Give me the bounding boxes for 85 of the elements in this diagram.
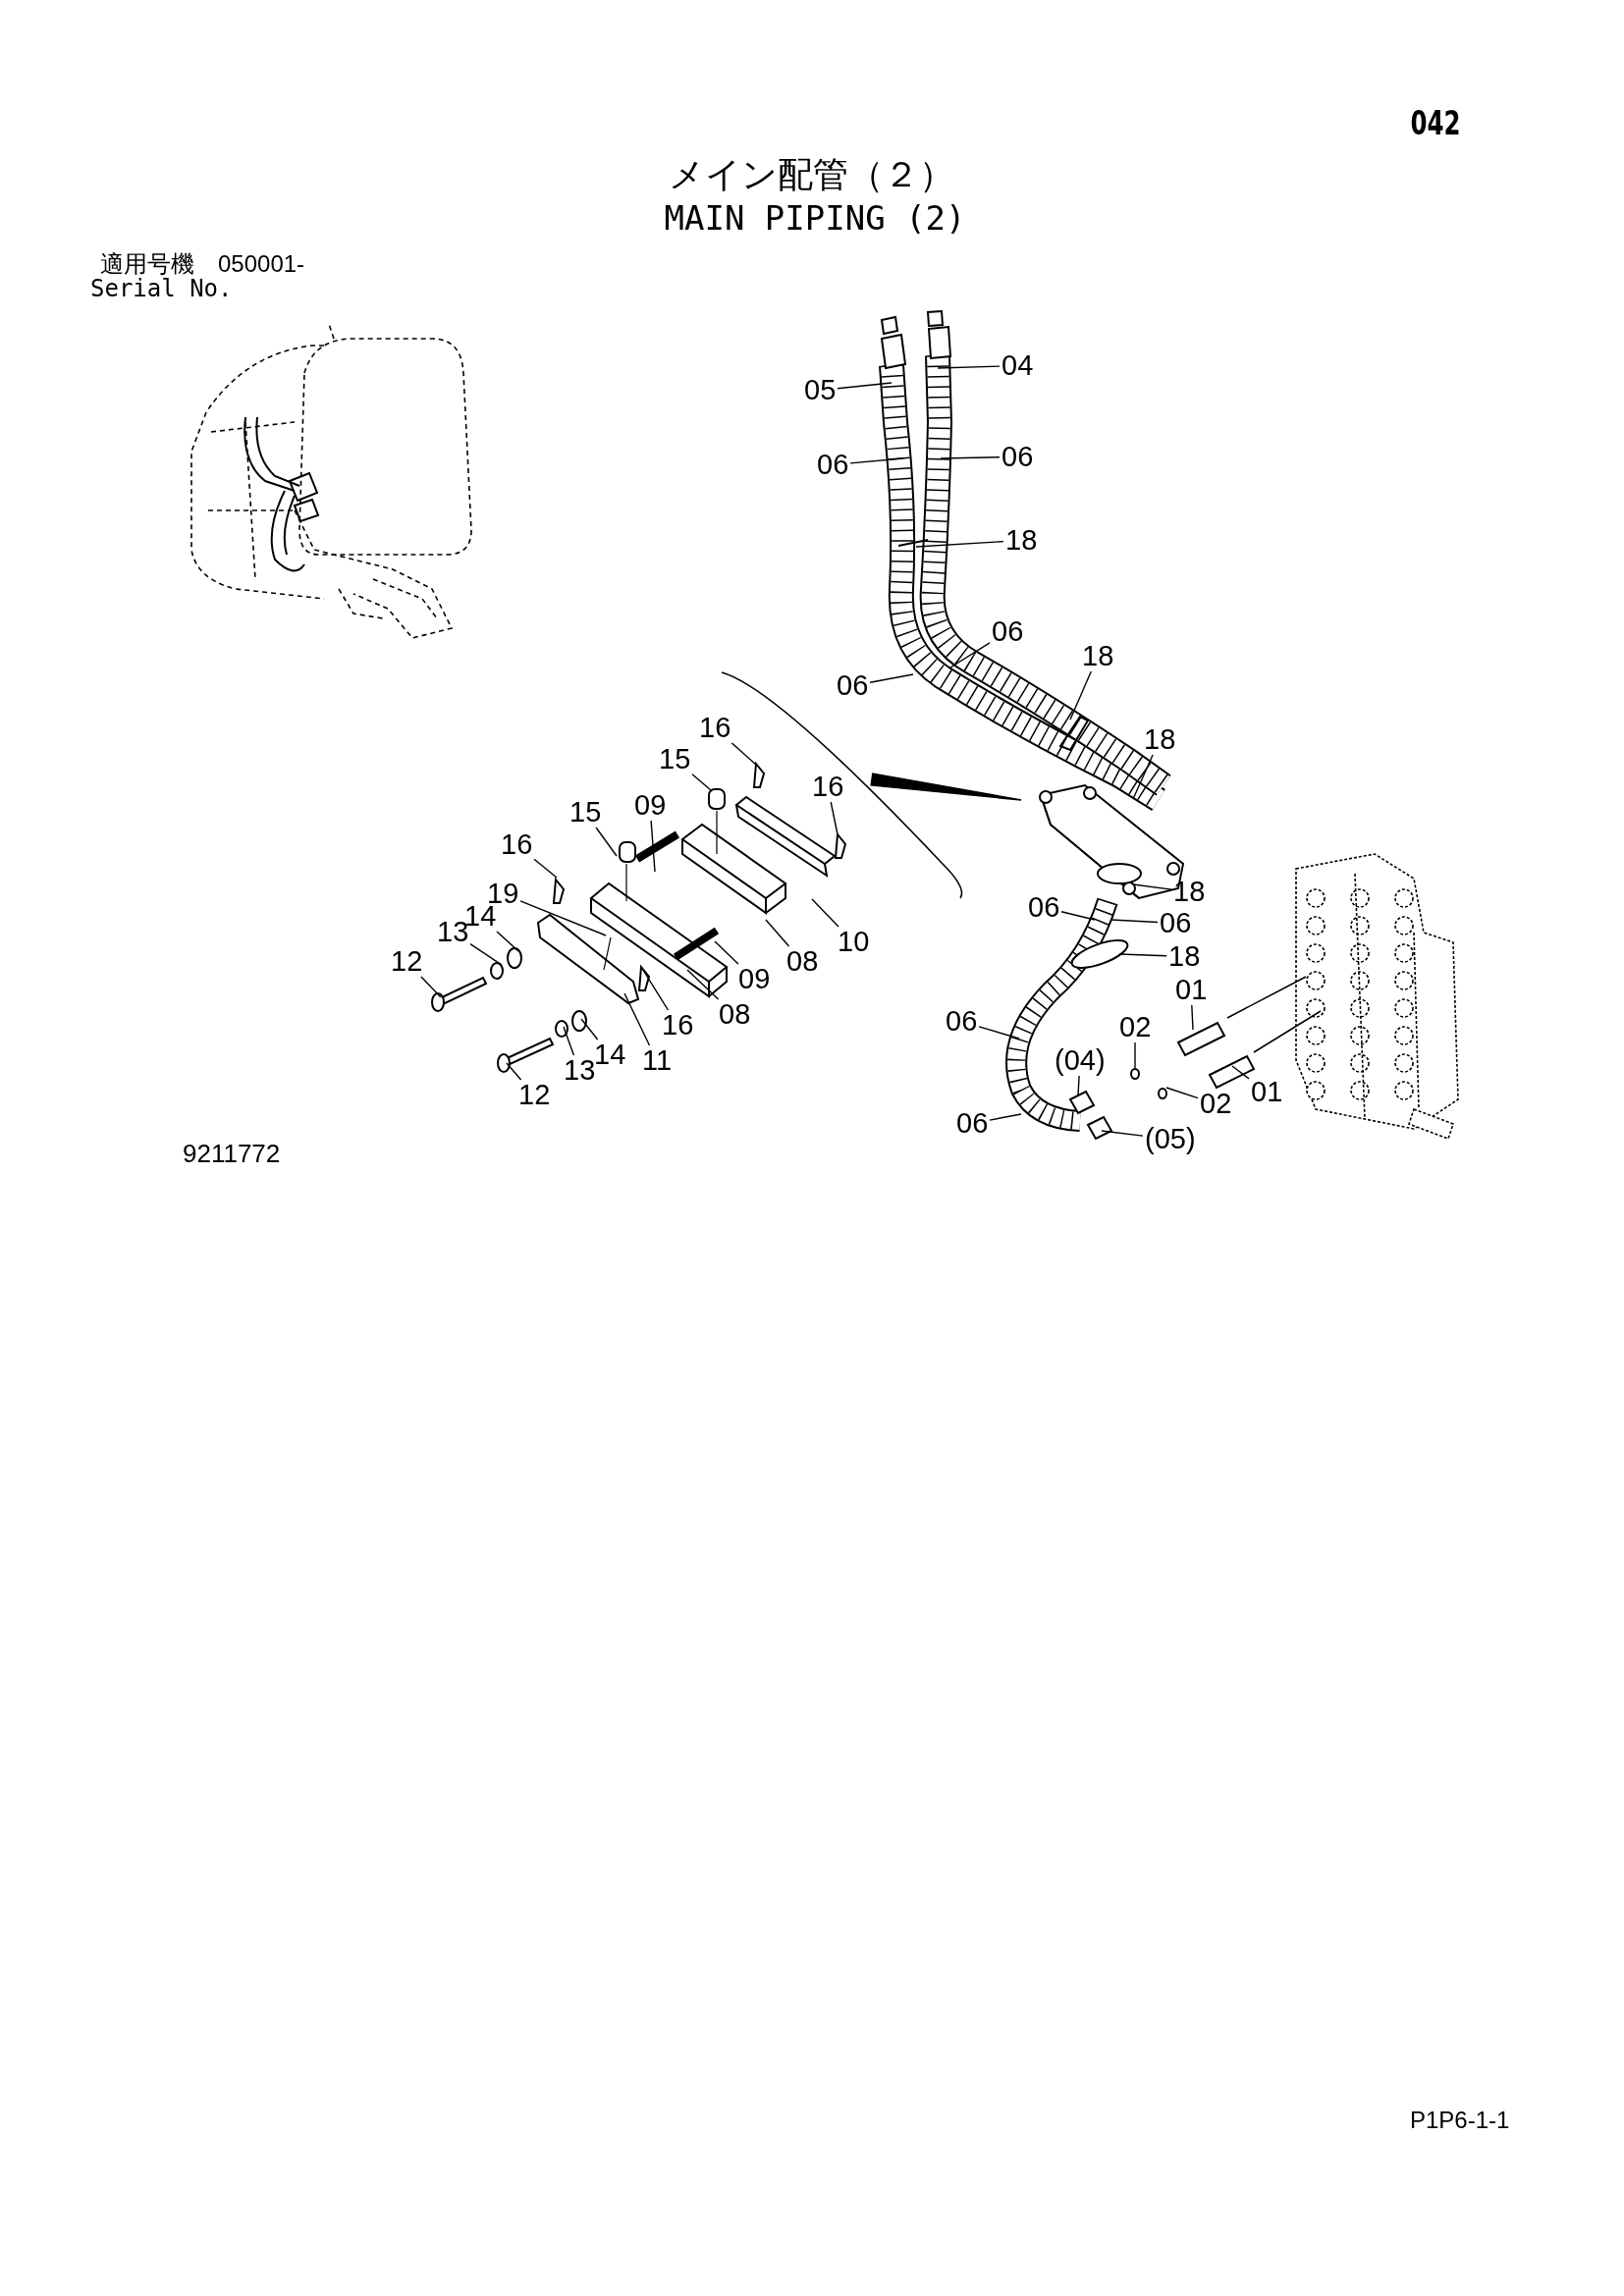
callout-number: 18 (1082, 641, 1114, 670)
callout-number: 06 (1001, 442, 1034, 471)
leader-line (691, 774, 712, 791)
leader-line (1231, 1065, 1250, 1080)
leader-line (533, 858, 558, 879)
callout-number: 06 (956, 1108, 989, 1138)
callout-number: 06 (837, 670, 869, 700)
callout-number: (05) (1145, 1124, 1196, 1153)
leader-line (650, 820, 656, 873)
leader-line (563, 1026, 575, 1056)
callout-number: 01 (1175, 975, 1208, 1004)
callout-number: 18 (1173, 877, 1206, 906)
leader-line (830, 801, 839, 835)
callout-number: 12 (391, 946, 423, 976)
leader-line (869, 673, 914, 683)
callout-number: 14 (594, 1040, 626, 1069)
leader-line (1165, 1087, 1199, 1099)
leader-line (1134, 1041, 1136, 1069)
leader-line (1060, 911, 1096, 921)
callout-number: 02 (1119, 1012, 1152, 1041)
leader-line (469, 942, 503, 966)
leader-line (1077, 1075, 1080, 1096)
callout-number: (04) (1055, 1045, 1106, 1075)
leader-line (915, 540, 1004, 548)
callout-number: 16 (812, 772, 844, 801)
leader-line (595, 827, 618, 857)
callout-number: 13 (564, 1055, 596, 1085)
leader-line (580, 1018, 599, 1041)
leader-line (640, 966, 670, 1011)
leader-line (496, 931, 519, 952)
leader-line (714, 940, 739, 965)
leader-line (519, 900, 607, 936)
callout-number: 06 (1028, 892, 1060, 922)
leader-line (420, 976, 442, 998)
drawing-number: 9211772 (183, 1141, 281, 1166)
page-code: P1P6-1-1 (1410, 2109, 1510, 2132)
callout-number: 18 (1168, 941, 1201, 971)
leader-line (1110, 919, 1159, 924)
leader-line (1118, 953, 1167, 957)
serial-number-label: 適用号機 050001- (100, 252, 305, 276)
page-number: 042 (1410, 106, 1461, 139)
callout-number: 16 (662, 1010, 694, 1040)
page-title: メイン配管（２） (668, 157, 954, 192)
callout-number: 11 (642, 1045, 673, 1075)
callout-number: 18 (1144, 724, 1176, 754)
callout-number: 01 (1251, 1077, 1283, 1106)
leader-line (837, 382, 893, 390)
leader-line (937, 365, 1001, 369)
leader-line (811, 898, 839, 928)
callout-number: 10 (838, 927, 870, 956)
callout-number: 08 (719, 999, 751, 1029)
serial-label: Serial No. (90, 277, 233, 300)
callout-number: 06 (946, 1006, 978, 1036)
callout-number: 15 (569, 797, 602, 827)
leader-line (1132, 754, 1154, 800)
callout-number: 15 (659, 744, 691, 774)
detail-arrow (870, 773, 1022, 801)
callout-number: 16 (699, 713, 731, 742)
callout-number: 12 (518, 1080, 551, 1109)
leader-line (765, 919, 790, 947)
callout-number: 09 (634, 790, 667, 820)
leader-line (1069, 670, 1092, 721)
leader-line (989, 1113, 1022, 1121)
callout-number: 18 (1005, 525, 1038, 555)
page-subtitle: MAIN PIPING (2) (664, 201, 966, 235)
leader-line (978, 1026, 1020, 1040)
callout-number: 06 (992, 616, 1024, 646)
leader-line (849, 457, 904, 464)
leader-line (731, 742, 757, 766)
callout-number: 08 (786, 946, 819, 976)
callout-number: 09 (738, 964, 771, 993)
leader-line (1101, 1130, 1144, 1137)
leader-line (686, 969, 720, 1000)
leader-line (1132, 883, 1172, 890)
leader-line (506, 1062, 522, 1081)
callout-number: 06 (817, 450, 849, 479)
callout-number: 16 (501, 829, 533, 859)
callout-number: 06 (1160, 908, 1192, 937)
callout-number: 05 (804, 375, 837, 404)
leader-line (623, 992, 651, 1046)
callout-number: 02 (1200, 1089, 1232, 1118)
leader-line (949, 642, 991, 668)
callout-number: 04 (1001, 350, 1034, 380)
leader-line (1191, 1004, 1194, 1031)
leader-line (940, 456, 1001, 459)
